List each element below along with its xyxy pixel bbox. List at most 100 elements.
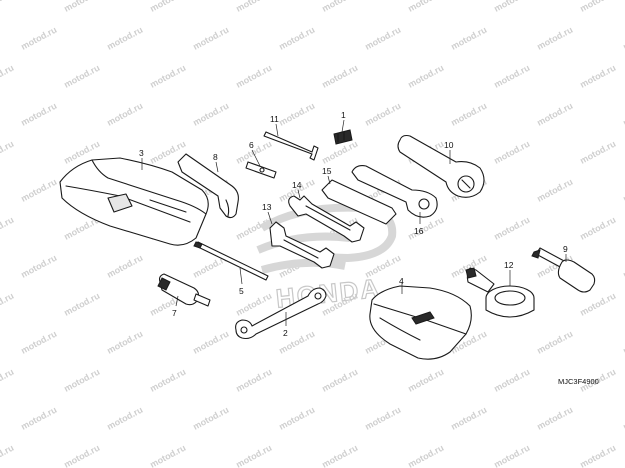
watermark-text: motod.ru	[19, 101, 58, 128]
watermark-text: motod.ru	[621, 101, 625, 128]
watermark-text: motod.ru	[492, 443, 531, 468]
watermark-text: motod.ru	[578, 443, 617, 468]
watermark-text: motod.ru	[492, 0, 531, 14]
watermark-text: motod.ru	[105, 329, 144, 356]
watermark-text: motod.ru	[19, 25, 58, 52]
callout-numbers: 1 2 3 4 5 6 7 8 9 10 11 12 13 14 15 16	[139, 110, 568, 338]
watermark-text: motod.ru	[320, 0, 359, 14]
watermark-text: motod.ru	[277, 101, 316, 128]
watermark-text: motod.ru	[191, 329, 230, 356]
watermark-text: motod.ru	[535, 329, 574, 356]
watermark-text: motod.ru	[535, 405, 574, 432]
watermark-text: motod.ru	[234, 0, 273, 14]
long-spanner	[351, 165, 438, 218]
watermark-text: motod.ru	[363, 25, 402, 52]
watermark-text: motod.ru	[406, 63, 445, 90]
watermark-text: motod.ru	[0, 63, 15, 90]
watermark-text: motod.ru	[62, 367, 101, 394]
watermark-text: motod.ru	[19, 329, 58, 356]
watermark-text: motod.ru	[234, 63, 273, 90]
watermark-text: motod.ru	[0, 139, 15, 166]
watermark-text: motod.ru	[578, 0, 617, 14]
watermark-text: motod.ru	[492, 139, 531, 166]
watermark-text: motod.ru	[234, 367, 273, 394]
watermark-text: motod.ru	[492, 215, 531, 242]
watermark-text: motod.ru	[578, 291, 617, 318]
watermark-text: motod.ru	[492, 367, 531, 394]
callout-13: 13	[262, 202, 272, 212]
watermark-text: motod.ru	[621, 329, 625, 356]
watermark-text: motod.ru	[578, 215, 617, 242]
hex-key	[263, 131, 319, 161]
watermark-text: motod.ru	[449, 25, 488, 52]
watermark-text: motod.ru	[191, 405, 230, 432]
drawing-code: MJC3F4900	[558, 377, 599, 386]
watermark-text: motod.ru	[363, 101, 402, 128]
callout-9: 9	[563, 244, 568, 254]
watermark-text: motod.ru	[277, 405, 316, 432]
watermark-text: motod.ru	[578, 63, 617, 90]
watermark-text: motod.ru	[277, 25, 316, 52]
watermark-text: motod.ru	[62, 0, 101, 14]
flat-screwdriver-plate	[321, 179, 397, 225]
watermark-text: motod.ru	[105, 25, 144, 52]
watermark-text: motod.ru	[492, 63, 531, 90]
tool-bag	[59, 157, 209, 246]
watermark-text: motod.ru	[0, 0, 15, 14]
watermark-text: motod.ru	[191, 25, 230, 52]
watermark-text: motod.ru	[621, 253, 625, 280]
watermark-text: motod.ru	[19, 177, 58, 204]
watermark-text: motod.ru	[62, 291, 101, 318]
watermark-text: motod.ru	[449, 101, 488, 128]
large-wrench	[397, 134, 485, 198]
watermark-text: motod.ru	[621, 25, 625, 52]
small-pin	[245, 161, 277, 179]
callout-15: 15	[322, 166, 332, 176]
thin-rod	[193, 241, 269, 281]
pin-spanner-tool	[177, 153, 239, 219]
watermark-text: motod.ru	[0, 291, 15, 318]
open-end-spanner-upper	[288, 195, 365, 243]
watermark-text: motod.ru	[535, 177, 574, 204]
callout-3: 3	[139, 148, 144, 158]
callout-11: 11	[270, 114, 279, 124]
watermark-text: motod.ru	[148, 0, 187, 14]
callout-5: 5	[239, 286, 244, 296]
small-fuse	[333, 129, 353, 145]
leader-lines	[141, 119, 567, 326]
watermark-text: motod.ru	[449, 405, 488, 432]
callout-4: 4	[399, 276, 404, 286]
watermark-text: motod.ru	[320, 367, 359, 394]
watermark-text: motod.ru	[320, 443, 359, 468]
watermark-text: motod.ru	[406, 443, 445, 468]
watermark-text: motod.ru	[105, 101, 144, 128]
callout-7: 7	[172, 308, 177, 318]
watermark-text: motod.ru	[148, 367, 187, 394]
watermark-text: motod.ru	[19, 253, 58, 280]
watermark-text: motod.ru	[406, 0, 445, 14]
watermark-text: motod.ru	[578, 139, 617, 166]
callout-12: 12	[504, 260, 514, 270]
callout-16: 16	[414, 226, 424, 236]
watermark-text: motod.ru	[0, 443, 15, 468]
open-end-spanner-lower	[269, 221, 335, 269]
watermark-text: motod.ru	[621, 405, 625, 432]
watermark-text: motod.ru	[406, 367, 445, 394]
watermark-text: motod.ru	[191, 101, 230, 128]
callout-6: 6	[249, 140, 254, 150]
watermark-text: motod.ru	[406, 215, 445, 242]
spark-plug-cap	[465, 267, 535, 318]
watermark-text: motod.ru	[535, 25, 574, 52]
watermark-text: motod.ru	[535, 101, 574, 128]
screwdriver	[157, 273, 211, 307]
watermark-text: motod.ru	[363, 405, 402, 432]
watermark-text: motod.ru	[148, 63, 187, 90]
watermark-text: motod.ru	[320, 63, 359, 90]
watermark-text: motod.ru	[0, 367, 15, 394]
watermark-text: motod.ru	[19, 405, 58, 432]
callout-8: 8	[213, 152, 218, 162]
watermark-text: motod.ru	[0, 215, 15, 242]
watermark-text: motod.ru	[234, 443, 273, 468]
watermark-text: motod.ru	[105, 253, 144, 280]
